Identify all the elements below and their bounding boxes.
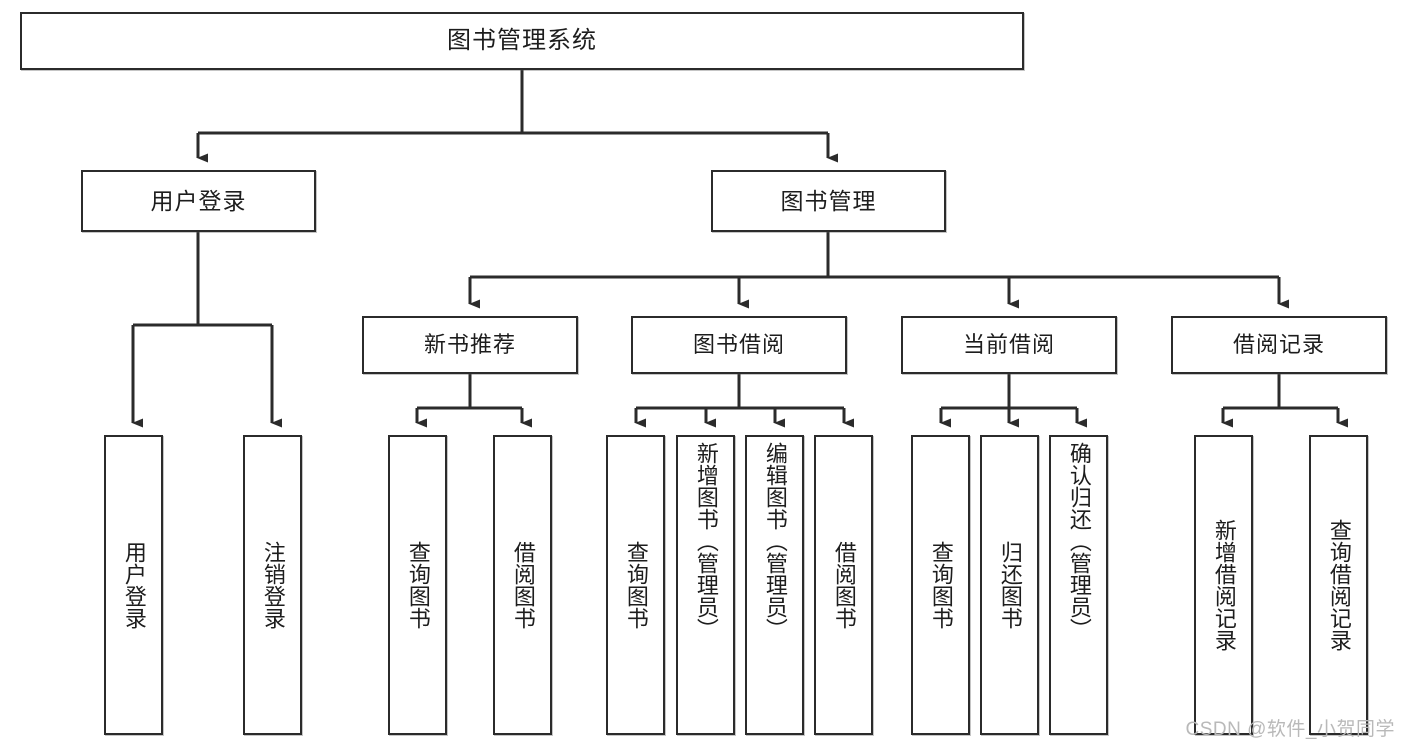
- node-root-book-management-system[interactable]: 图书管理系统: [20, 12, 1024, 70]
- node-leaf-borrow-book[interactable]: 借阅图书: [814, 435, 873, 735]
- node-borrow-record[interactable]: 借阅记录: [1171, 316, 1387, 374]
- leaf-text-wrap: 注销登录: [245, 437, 300, 733]
- leaf-text-wrap: 查询借阅记录: [1311, 437, 1366, 733]
- leaf-text-wrap: 用户登录: [106, 437, 161, 733]
- node-label: 借阅图书: [831, 541, 857, 629]
- node-leaf-query-borrow-record[interactable]: 查询借阅记录: [1309, 435, 1368, 735]
- node-label: 查询图书: [928, 541, 954, 629]
- node-leaf-confirm-return-admin[interactable]: 确认归还（管理员）: [1049, 435, 1108, 735]
- node-label: 新增图书（管理员）: [693, 442, 719, 640]
- node-label: 查询借阅记录: [1326, 519, 1352, 651]
- node-leaf-return-book[interactable]: 归还图书: [980, 435, 1039, 735]
- node-label: 图书管理: [780, 187, 877, 214]
- leaf-text-wrap: 编辑图书（管理员）: [747, 437, 802, 733]
- node-label: 归还图书: [997, 541, 1023, 629]
- node-leaf-query-book-borrow[interactable]: 查询图书: [606, 435, 665, 735]
- node-label: 编辑图书（管理员）: [762, 442, 788, 640]
- leaf-text-wrap: 借阅图书: [816, 437, 871, 733]
- node-book-borrow[interactable]: 图书借阅: [631, 316, 847, 374]
- node-label: 图书管理系统: [447, 27, 597, 54]
- node-label: 用户登录: [121, 541, 147, 629]
- node-leaf-query-book-recommend[interactable]: 查询图书: [388, 435, 447, 735]
- node-new-book-recommend[interactable]: 新书推荐: [362, 316, 578, 374]
- node-label: 借阅图书: [510, 541, 536, 629]
- leaf-text-wrap: 新增图书（管理员）: [678, 437, 733, 733]
- node-label: 新增借阅记录: [1211, 519, 1237, 651]
- leaf-text-wrap: 查询图书: [913, 437, 968, 733]
- node-leaf-user-login[interactable]: 用户登录: [104, 435, 163, 735]
- node-leaf-add-book-admin[interactable]: 新增图书（管理员）: [676, 435, 735, 735]
- leaf-text-wrap: 新增借阅记录: [1196, 437, 1251, 733]
- leaf-text-wrap: 归还图书: [982, 437, 1037, 733]
- leaf-text-wrap: 查询图书: [390, 437, 445, 733]
- node-label: 查询图书: [405, 541, 431, 629]
- node-current-borrow[interactable]: 当前借阅: [901, 316, 1117, 374]
- node-leaf-borrow-book-recommend[interactable]: 借阅图书: [493, 435, 552, 735]
- node-label: 当前借阅: [962, 332, 1055, 358]
- leaf-text-wrap: 借阅图书: [495, 437, 550, 733]
- node-label: 用户登录: [150, 187, 247, 214]
- node-label: 图书借阅: [692, 332, 785, 358]
- node-label: 查询图书: [623, 541, 649, 629]
- node-leaf-user-logout[interactable]: 注销登录: [243, 435, 302, 735]
- node-label: 借阅记录: [1232, 332, 1325, 358]
- node-user-login[interactable]: 用户登录: [81, 170, 316, 232]
- node-leaf-add-borrow-record[interactable]: 新增借阅记录: [1194, 435, 1253, 735]
- leaf-text-wrap: 查询图书: [608, 437, 663, 733]
- node-book-management[interactable]: 图书管理: [711, 170, 946, 232]
- node-label: 确认归还（管理员）: [1066, 442, 1092, 640]
- node-leaf-query-book-current[interactable]: 查询图书: [911, 435, 970, 735]
- node-leaf-edit-book-admin[interactable]: 编辑图书（管理员）: [745, 435, 804, 735]
- leaf-text-wrap: 确认归还（管理员）: [1051, 437, 1106, 733]
- node-label: 新书推荐: [423, 332, 516, 358]
- node-label: 注销登录: [260, 541, 286, 629]
